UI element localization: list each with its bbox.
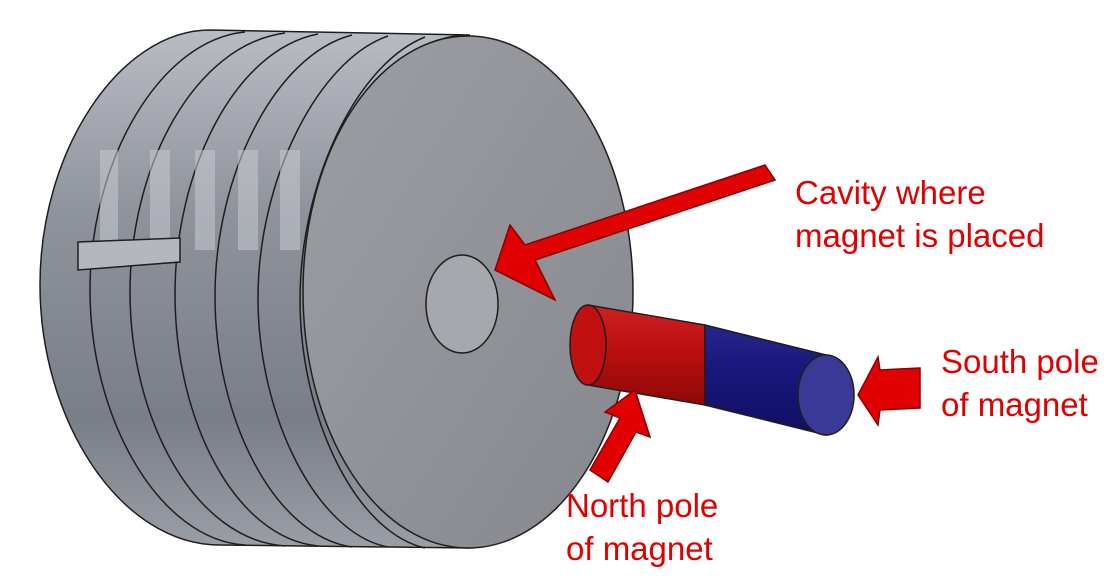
south-pole-annotation-line1: South pole (941, 343, 1099, 380)
magnet-south-end-face (797, 354, 855, 436)
groove-highlights (100, 150, 300, 250)
cavity-annotation: Cavity where magnet is placed (795, 171, 1044, 257)
housing-grooves (89, 31, 426, 549)
housing-body (39, 29, 471, 549)
magnet-cavity (425, 254, 499, 354)
south-pole-annotation: South pole of magnet (941, 340, 1099, 426)
housing-front-face (302, 35, 634, 549)
cavity-annotation-line2: magnet is placed (795, 217, 1045, 254)
cavity-annotation-line1: Cavity where (795, 174, 986, 211)
north-pole-annotation-line2: of magnet (566, 530, 713, 567)
north-pole-annotation-line1: North pole (566, 487, 719, 524)
south-pole-arrow (857, 354, 921, 428)
south-pole-annotation-line2: of magnet (941, 386, 1088, 423)
north-pole-annotation: North pole of magnet (566, 484, 718, 570)
cavity-arrow (494, 164, 777, 302)
north-pole-arrow (588, 388, 652, 484)
key-slot (77, 237, 181, 271)
magnet (569, 304, 855, 436)
